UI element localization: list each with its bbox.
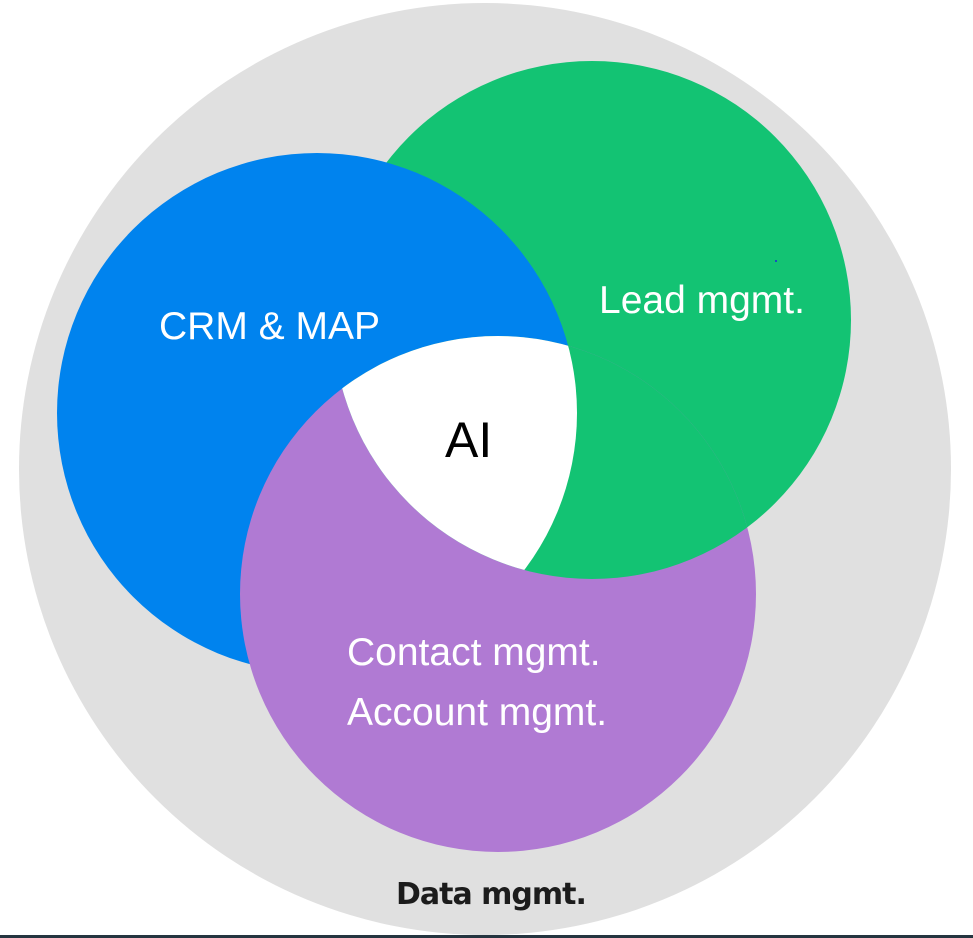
stray-dot bbox=[775, 260, 777, 262]
data-mgmt-label: Data mgmt. bbox=[396, 877, 586, 912]
account-mgmt-label: Account mgmt. bbox=[347, 691, 607, 734]
contact-mgmt-label: Contact mgmt. bbox=[347, 631, 601, 674]
lead-mgmt-label: Lead mgmt. bbox=[599, 279, 805, 322]
crm-map-label: CRM & MAP bbox=[159, 305, 380, 348]
bottom-bar bbox=[0, 935, 973, 938]
ai-label: AI bbox=[445, 412, 492, 468]
